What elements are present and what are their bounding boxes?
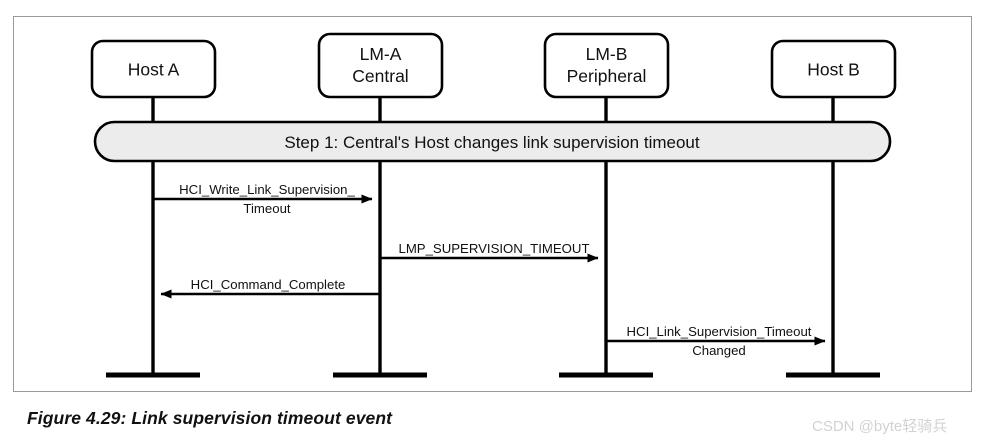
figure-frame xyxy=(13,16,972,392)
watermark: CSDN @byte轻骑兵 xyxy=(812,418,948,435)
figure-caption: Figure 4.29: Link supervision timeout ev… xyxy=(27,408,393,428)
